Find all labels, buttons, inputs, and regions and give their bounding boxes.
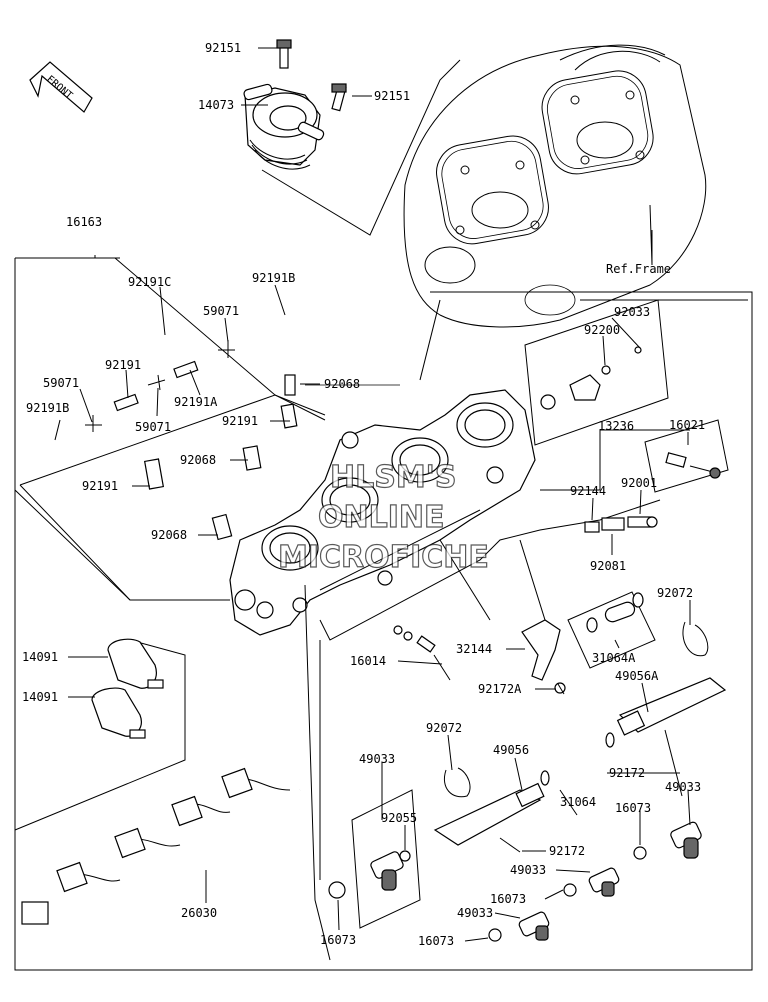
label-49056A: 49056A: [615, 669, 659, 683]
screw-92172A: [557, 683, 565, 695]
label-92068-mid: 92068: [180, 453, 216, 467]
label-14091-b: 14091: [22, 690, 58, 704]
label-49033-low1: 49033: [510, 863, 546, 877]
label-14091-a: 14091: [22, 650, 58, 664]
clamp-92072-right: [682, 621, 709, 657]
label-49033-left: 49033: [359, 752, 395, 766]
label-16021: 16021: [669, 418, 705, 432]
label-92172-right: 92172: [609, 766, 645, 780]
watermark-line3: MICROFICHE: [278, 540, 489, 575]
screw-92172-right: [664, 729, 683, 797]
label-92072-mid: 92072: [426, 721, 462, 735]
label-92001: 92001: [621, 476, 657, 490]
injector-49033-low1: [563, 867, 620, 897]
label-13236: 13236: [598, 419, 634, 433]
label-92072-right: 92072: [657, 586, 693, 600]
label-31064: 31064: [560, 795, 596, 809]
front-direction-arrow: FRONT: [29, 61, 93, 113]
screw-spring-box: [644, 419, 729, 493]
label-14073: 14073: [198, 98, 234, 112]
label-92144: 92144: [570, 484, 606, 498]
label-16014: 16014: [350, 654, 386, 668]
label-92191C: 92191C: [128, 275, 171, 289]
label-ref-frame: Ref.Frame: [606, 262, 671, 276]
label-16163: 16163: [66, 215, 102, 229]
label-92191B-top: 92191B: [252, 271, 295, 285]
label-59071-top: 59071: [203, 304, 239, 318]
label-92151-mid: 92151: [374, 89, 410, 103]
watermark: HLSM'S ONLINE MICROFICHE: [277, 459, 489, 575]
label-16073-left: 16073: [320, 933, 356, 947]
label-32144: 32144: [456, 642, 492, 656]
sensor-bracket-box: [524, 299, 669, 446]
watermark-line1: HLSM'S: [330, 460, 456, 495]
hose-group: [35, 302, 329, 541]
label-92068-low: 92068: [151, 528, 187, 542]
label-49056: 49056: [493, 743, 529, 757]
label-92200: 92200: [584, 323, 620, 337]
pin-16014: [393, 625, 451, 681]
label-leaders: [54, 47, 691, 942]
bolt-92151-mid: [331, 83, 347, 112]
seal-16073-left: [328, 881, 346, 899]
label-31064A: 31064A: [592, 651, 636, 665]
frame-reference-drawing: [403, 44, 707, 381]
wiring-harness-26030: [21, 767, 301, 925]
label-92172-low: 92172: [549, 844, 585, 858]
fuel-rail-49056A: [616, 677, 727, 736]
injector-49033-right: [633, 821, 702, 860]
label-92191B-left: 92191B: [26, 401, 69, 415]
label-92068-top: 92068: [324, 377, 360, 391]
sensor-32144: [521, 619, 566, 694]
label-49033-low2: 49033: [457, 906, 493, 920]
label-59071-left: 59071: [43, 376, 79, 390]
label-92055: 92055: [381, 811, 417, 825]
throttle-body-assembly: [229, 389, 536, 636]
fuel-rail-49056: [433, 732, 615, 846]
bolt-92151-top: [276, 39, 292, 69]
label-92191-mid: 92191: [222, 414, 258, 428]
label-16073-low1: 16073: [490, 892, 526, 906]
label-92172A: 92172A: [478, 682, 522, 696]
pipe-oring-box: [567, 591, 656, 669]
label-92191-low: 92191: [82, 479, 118, 493]
label-92191A: 92191A: [174, 395, 218, 409]
label-92191-left: 92191: [105, 358, 141, 372]
injector-49033-low2: [488, 911, 550, 942]
label-59071-bottom: 59071: [135, 420, 171, 434]
part-labels: 92151 14073 92151 16163 Ref.Frame 92191C…: [22, 41, 705, 948]
injector-box-left: [351, 789, 421, 929]
clamp-92072-mid: [444, 767, 471, 798]
label-16073-right: 16073: [615, 801, 651, 815]
label-92151-top: 92151: [205, 41, 241, 55]
cover-14091-lower: [91, 687, 146, 739]
air-intake-duct-part: [243, 83, 325, 170]
assembly-border: [14, 258, 753, 971]
screw-92172-low: [499, 837, 521, 853]
label-16073-low2: 16073: [418, 934, 454, 948]
label-26030: 26030: [181, 906, 217, 920]
duct-leader-box: [261, 59, 461, 236]
label-92081: 92081: [590, 559, 626, 573]
leader-lines: [14, 255, 748, 961]
label-92033: 92033: [614, 305, 650, 319]
watermark-line2: ONLINE: [318, 500, 445, 535]
label-49033-right: 49033: [665, 780, 701, 794]
adjuster-screws: [584, 516, 658, 533]
cover-14091-upper: [107, 638, 164, 689]
